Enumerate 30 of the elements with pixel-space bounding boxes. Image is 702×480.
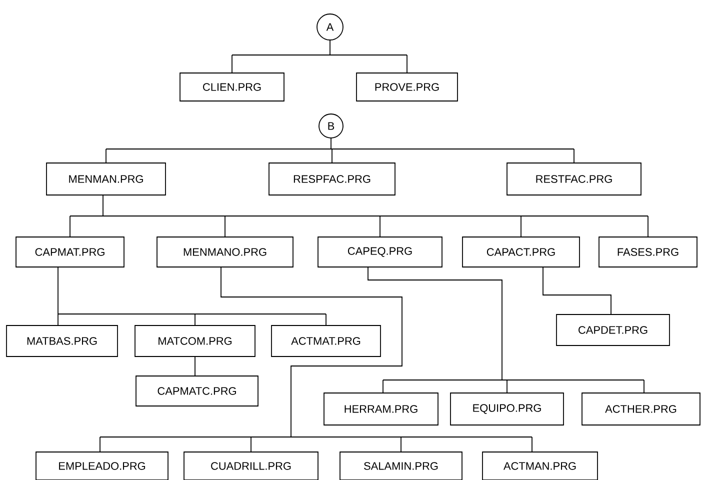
connector-line bbox=[100, 267, 532, 452]
program-box: HERRAM.PRG bbox=[324, 392, 438, 426]
program-box: ACTMAN.PRG bbox=[482, 452, 598, 480]
program-box: RESTFAC.PRG bbox=[506, 162, 642, 196]
program-box: CUADRILL.PRG bbox=[184, 452, 318, 480]
program-box: SALAMIN.PRG bbox=[340, 452, 462, 480]
program-box: CAPDET.PRG bbox=[556, 314, 670, 346]
connector-line bbox=[70, 195, 648, 237]
program-box: MENMANO.PRG bbox=[156, 236, 294, 268]
connector-line bbox=[542, 267, 612, 314]
program-box: CAPMAT.PRG bbox=[16, 236, 124, 268]
program-box: EQUIPO.PRG bbox=[450, 392, 564, 426]
program-box: CAPACT.PRG bbox=[462, 236, 580, 268]
connector-line bbox=[232, 40, 408, 73]
program-box: PROVE.PRG bbox=[356, 72, 458, 102]
connector-line bbox=[194, 356, 196, 376]
program-box: MENMAN.PRG bbox=[46, 162, 166, 196]
program-box: ACTHER.PRG bbox=[582, 392, 700, 426]
program-box: CAPEQ.PRG bbox=[318, 236, 442, 268]
program-box: MATCOM.PRG bbox=[134, 325, 256, 357]
program-box: CLIEN.PRG bbox=[180, 72, 284, 102]
program-box: ACTMAT.PRG bbox=[271, 325, 381, 357]
connector-line bbox=[106, 138, 574, 163]
connector-line bbox=[368, 267, 644, 393]
program-box: CAPMATC.PRG bbox=[136, 376, 258, 406]
program-box: FASES.PRG bbox=[598, 236, 698, 268]
connector-line bbox=[58, 267, 326, 326]
program-box: EMPLEADO.PRG bbox=[36, 452, 168, 480]
program-box: MATBAS.PRG bbox=[6, 325, 118, 357]
program-box: RESPFAC.PRG bbox=[268, 162, 396, 196]
